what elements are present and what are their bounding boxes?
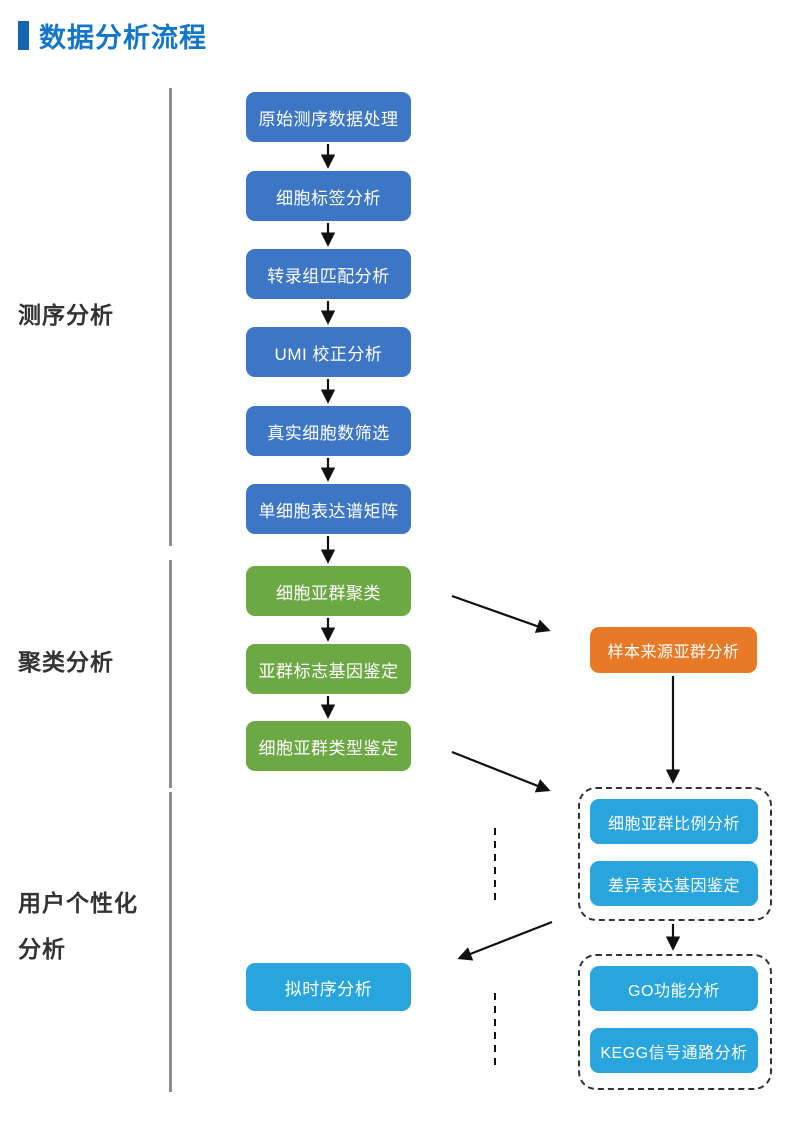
dashed-group-proportion — [578, 787, 772, 921]
step-single-cell-expression-matrix: 单细胞表达谱矩阵 — [246, 484, 411, 534]
section-label-personalized-line1: 用户个性化 — [18, 890, 138, 916]
section-rail-clustering — [169, 560, 172, 788]
section-rail-sequencing — [169, 88, 172, 546]
step-differential-expression-gene-identification: 差异表达基因鉴定 — [590, 861, 758, 906]
title-accent-bar — [18, 21, 29, 50]
section-rail-personalized — [169, 792, 172, 1092]
dashed-group-enrichment — [578, 954, 772, 1090]
step-cell-barcode-analysis: 细胞标签分析 — [246, 171, 411, 221]
step-sample-origin-subpopulation-analysis: 样本来源亚群分析 — [590, 627, 757, 673]
section-label-personalized-line2: 分析 — [18, 936, 66, 962]
step-kegg-pathway-analysis: KEGG信号通路分析 — [590, 1028, 758, 1073]
page-header: 数据分析流程 — [18, 16, 207, 55]
arrow-type-id-to-proportion-group — [451, 750, 551, 793]
page-title: 数据分析流程 — [39, 23, 207, 53]
step-go-function-analysis: GO功能分析 — [590, 966, 758, 1011]
section-label-clustering: 聚类分析 — [18, 649, 114, 675]
step-real-cell-filtering: 真实细胞数筛选 — [246, 406, 411, 456]
step-subpopulation-type-identification: 细胞亚群类型鉴定 — [246, 721, 411, 771]
step-transcriptome-matching-analysis: 转录组匹配分析 — [246, 249, 411, 299]
step-pseudotime-analysis: 拟时序分析 — [246, 963, 411, 1011]
arrow-clustering-to-sample-origin — [451, 594, 551, 633]
step-subpopulation-proportion-analysis: 细胞亚群比例分析 — [590, 799, 758, 844]
section-label-sequencing: 测序分析 — [18, 302, 114, 328]
step-marker-gene-identification: 亚群标志基因鉴定 — [246, 644, 411, 694]
step-cell-subpopulation-clustering: 细胞亚群聚类 — [246, 566, 411, 616]
step-raw-sequencing-data-processing: 原始测序数据处理 — [246, 92, 411, 142]
step-umi-correction-analysis: UMI 校正分析 — [246, 327, 411, 377]
arrow-to-pseudotime — [457, 920, 553, 961]
